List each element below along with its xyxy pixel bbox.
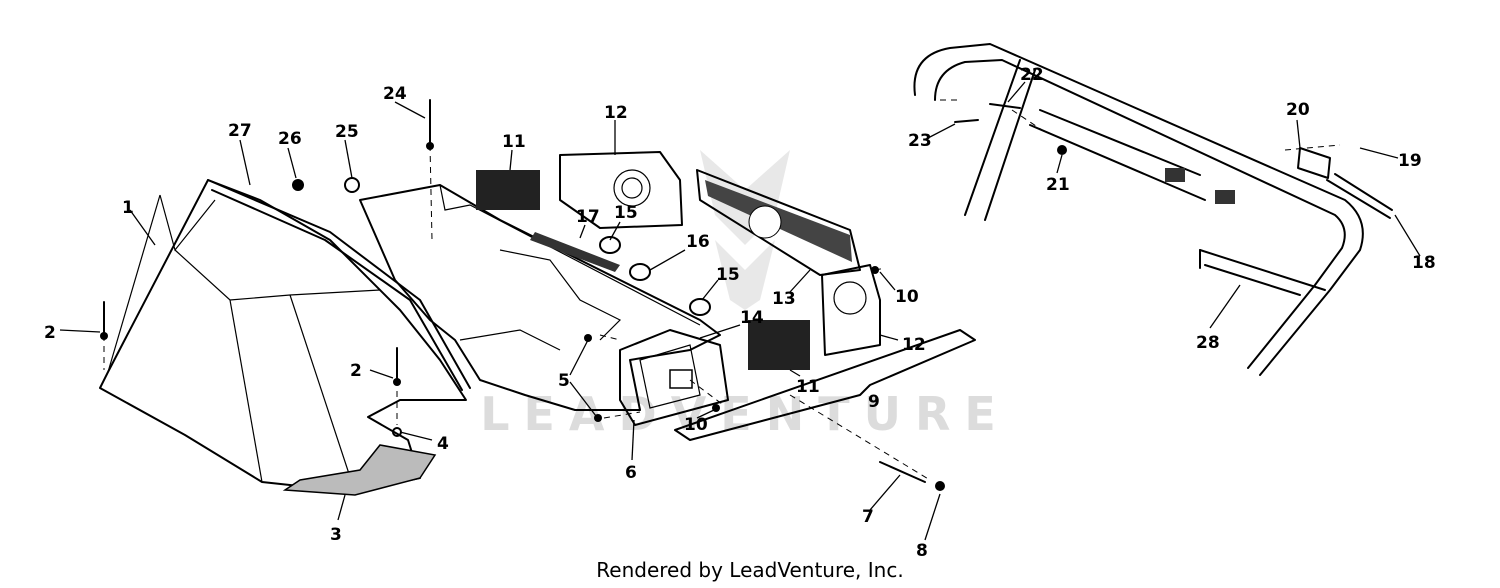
roll-bar-part <box>913 43 1393 376</box>
callout-8: 8 <box>916 541 928 561</box>
callout-11-top: 11 <box>502 132 526 152</box>
callout-20: 20 <box>1286 100 1310 120</box>
callout-leaders <box>59 81 1421 541</box>
strip-part <box>530 232 620 272</box>
callout-18: 18 <box>1412 253 1436 273</box>
callout-21: 21 <box>1046 175 1070 195</box>
gasket-part <box>282 444 437 496</box>
callout-19: 19 <box>1398 151 1422 171</box>
bulb-parts <box>599 236 711 316</box>
callout-12-right: 12 <box>902 335 926 355</box>
callout-labels: 1 2 2 3 4 5 6 7 8 9 10 10 11 11 12 12 13… <box>44 65 1436 561</box>
callout-3: 3 <box>330 525 342 545</box>
callout-10-right: 10 <box>895 287 919 307</box>
callout-16: 16 <box>686 232 710 252</box>
watermark-text: LEADVENTURE <box>480 387 1010 441</box>
callout-12-top: 12 <box>604 103 628 123</box>
callout-2-mid: 2 <box>350 361 362 381</box>
callout-10-bottom: 10 <box>684 415 708 435</box>
callout-13: 13 <box>772 289 796 309</box>
callout-25: 25 <box>335 122 359 142</box>
callout-27: 27 <box>228 121 252 141</box>
callout-1: 1 <box>122 198 134 218</box>
rendered-by-footer: Rendered by LeadVenture, Inc. <box>596 558 904 582</box>
callout-14: 14 <box>740 308 764 328</box>
callout-9: 9 <box>868 392 880 412</box>
callout-15-right: 15 <box>716 265 740 285</box>
callout-22: 22 <box>1020 65 1044 85</box>
callout-11-bottom: 11 <box>796 377 820 397</box>
hood-part <box>99 179 471 493</box>
leadventure-watermark: LEADVENTURE <box>480 150 1010 441</box>
bracket-plate-part <box>619 329 729 426</box>
front-panel-part <box>696 169 861 276</box>
callout-6: 6 <box>625 463 637 483</box>
callout-5: 5 <box>558 371 570 391</box>
hardware-parts <box>100 99 1067 491</box>
screen-parts <box>476 170 810 370</box>
callout-23: 23 <box>908 131 932 151</box>
callout-28: 28 <box>1196 333 1220 353</box>
callout-24: 24 <box>383 84 407 104</box>
callout-7: 7 <box>862 507 874 527</box>
callout-17: 17 <box>576 207 600 227</box>
callout-26: 26 <box>278 129 302 149</box>
callout-4: 4 <box>437 434 449 454</box>
callout-2-left: 2 <box>44 323 56 343</box>
side-plate-parts <box>559 151 881 356</box>
callout-15-top: 15 <box>614 203 638 223</box>
